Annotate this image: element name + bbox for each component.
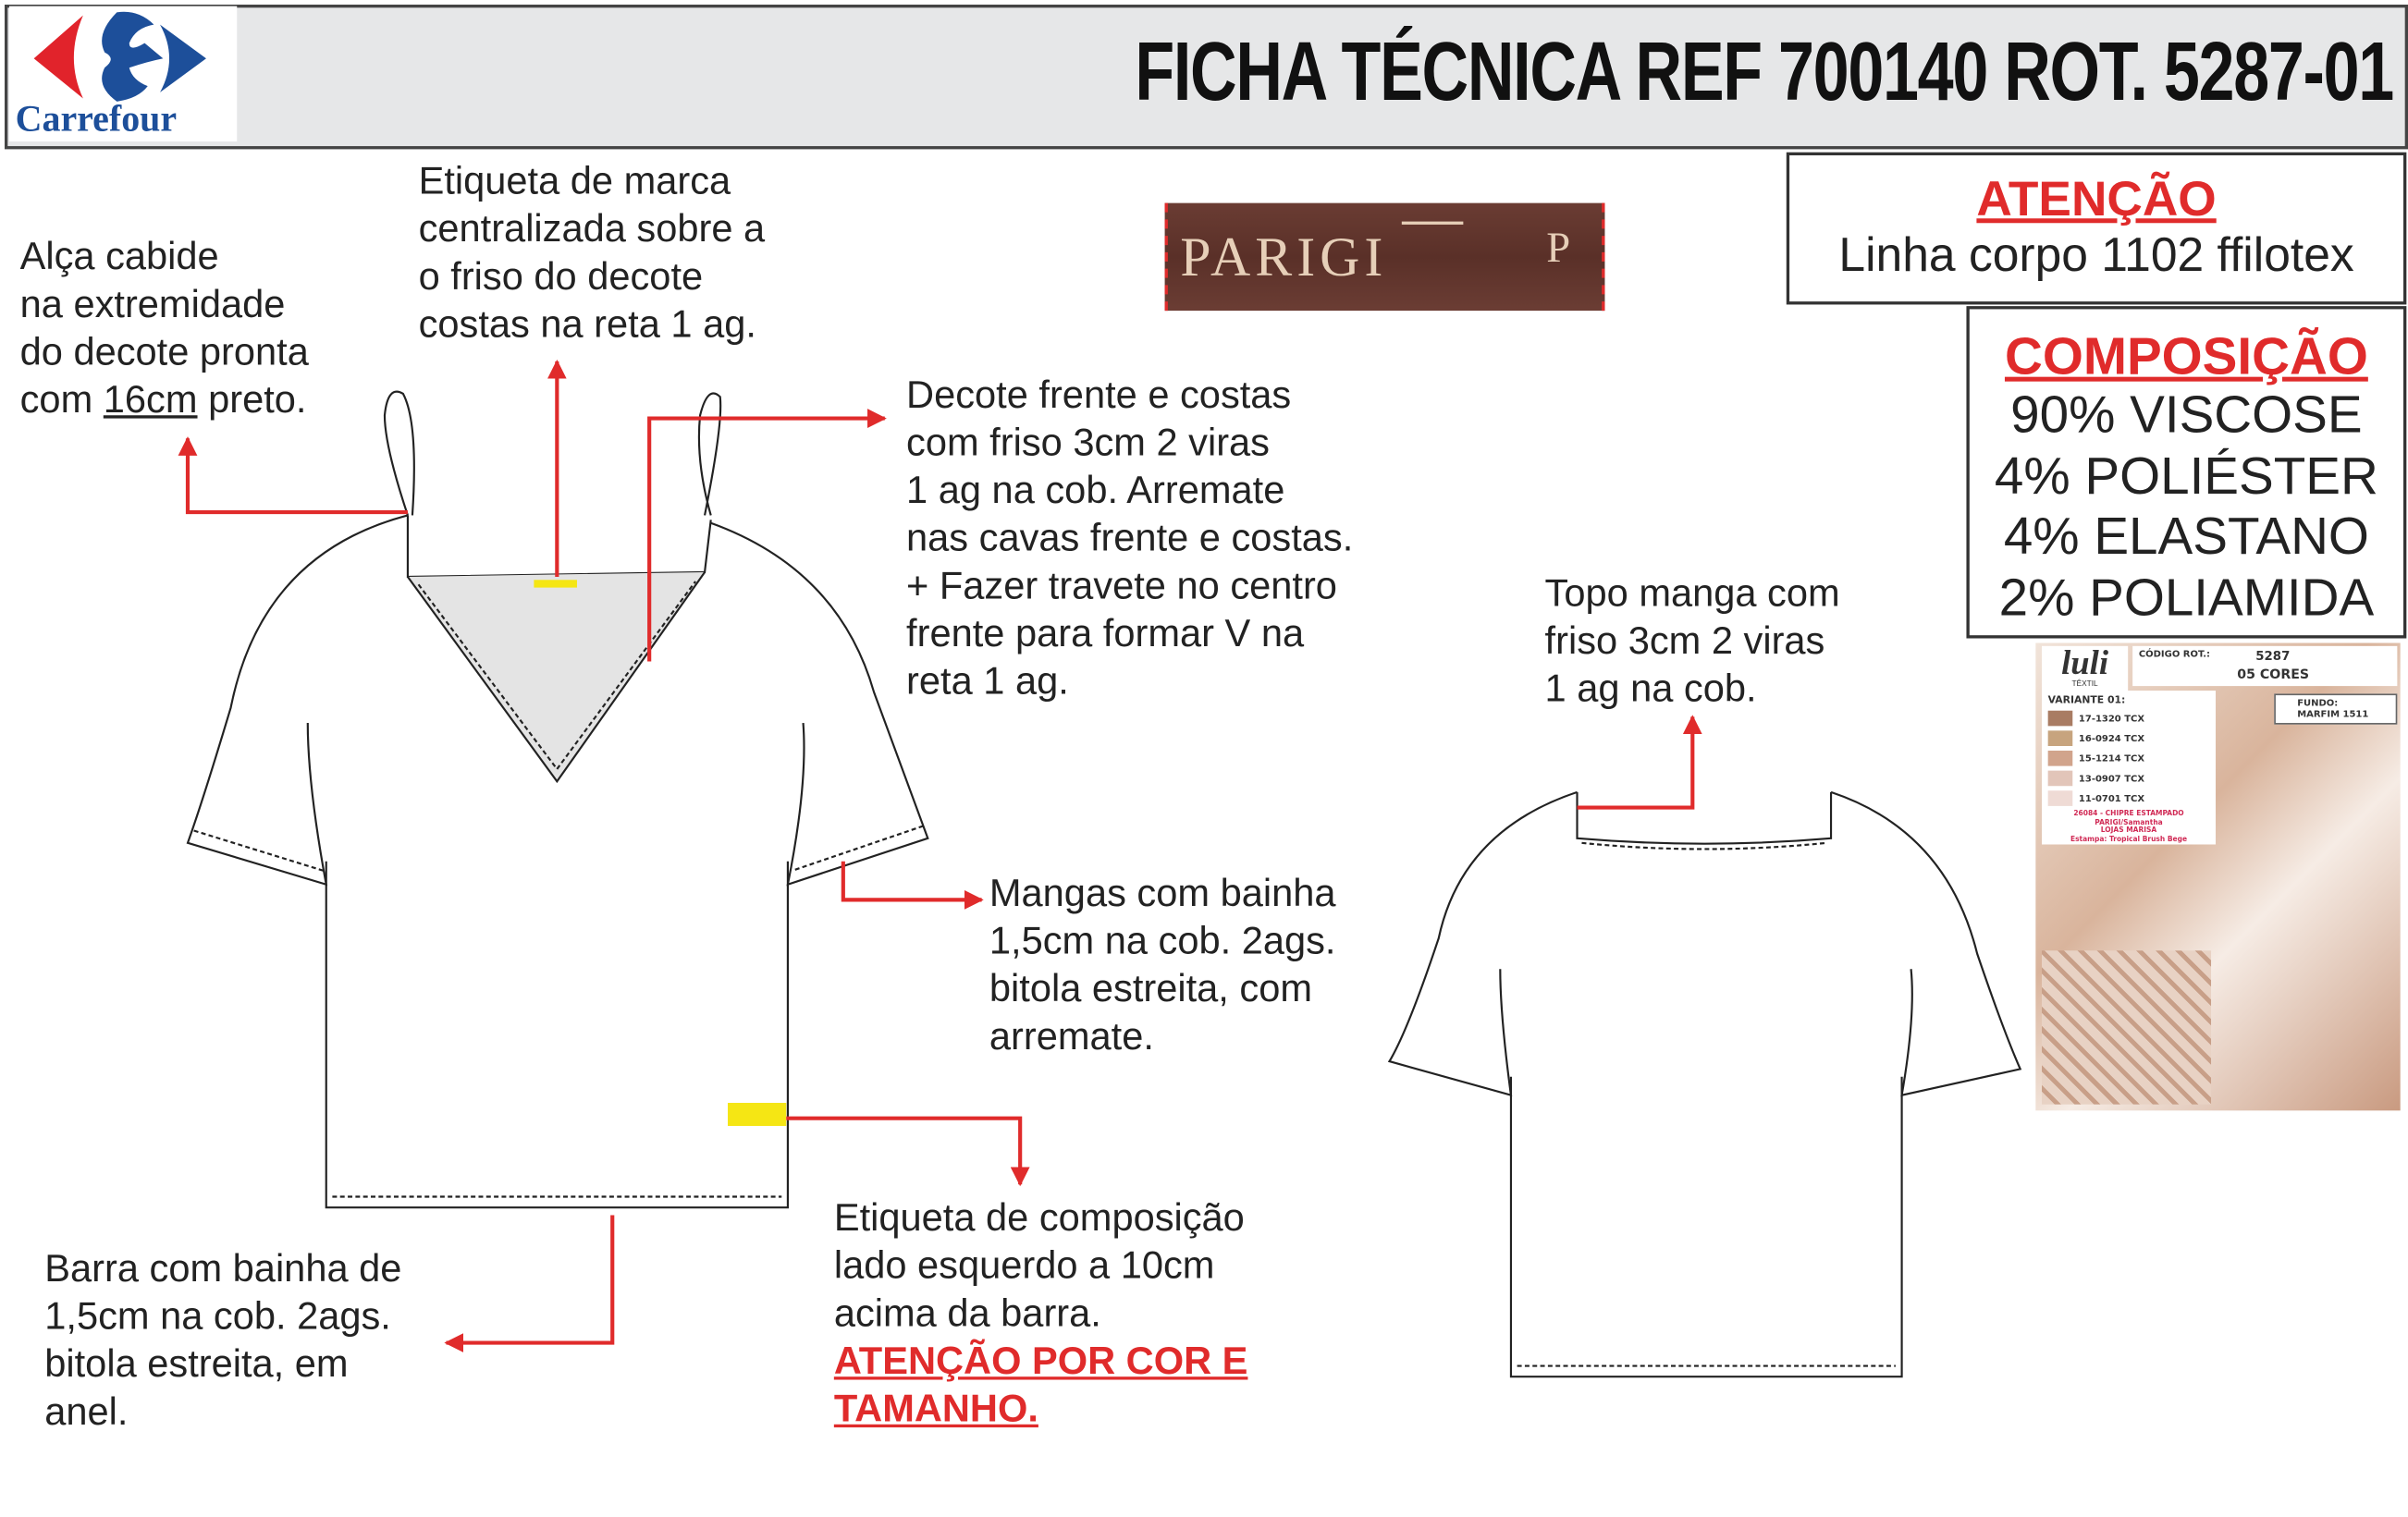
brand-label-image: PARIGI P — [1164, 202, 1605, 312]
attention-heading: ATENÇÃO — [1976, 170, 2217, 226]
note-line: centralizada sobre a — [418, 207, 766, 251]
code-label: CÓDIGO ROT.: — [2138, 649, 2211, 660]
fabric-info: Estampa: Tropical Brush Bege — [2070, 836, 2188, 844]
swatch-color — [2047, 770, 2073, 787]
note-etiqueta-composicao: Etiqueta de composição lado esquerdo a 1… — [834, 1195, 1248, 1434]
note-line: com friso 3cm 2 viras — [906, 421, 1271, 465]
swatch-row: 13-0907 TCX — [2047, 770, 2210, 787]
note-line: Mangas com bainha — [989, 872, 1336, 916]
note-line: frente para formar V na — [906, 612, 1305, 655]
note-line: Etiqueta de marca — [418, 160, 731, 203]
note-line: bitola estreita, com — [989, 967, 1313, 1011]
swatch-row: 17-1320 TCX — [2047, 710, 2210, 727]
label-size-text: P — [1546, 224, 1576, 273]
composition-heading: COMPOSIÇÃO — [2004, 327, 2368, 386]
carrefour-logo: Carrefour — [8, 6, 238, 142]
swatch-row: 11-0701 TCX — [2047, 790, 2210, 806]
print-pattern-thumbnail — [2041, 950, 2212, 1105]
label-emblem-icon — [1401, 221, 1464, 287]
composition-box: COMPOSIÇÃO 90% VISCOSE 4% POLIÉSTER 4% E… — [1966, 306, 2407, 639]
fabric-info: PARIGI/Samantha — [2095, 819, 2163, 827]
brand-label-marker — [534, 580, 577, 588]
underlined-length: 16cm — [103, 378, 198, 422]
fundo-label: FUNDO: — [2297, 698, 2339, 710]
note-line: na extremidade — [19, 283, 286, 326]
note-line: o friso do decote — [418, 255, 704, 299]
code-box: CÓDIGO ROT.: 5287 05 CORES — [2132, 645, 2398, 687]
fundo-box: FUNDO: MARFIM 1511 — [2274, 693, 2398, 725]
swatch-row: 15-1214 TCX — [2047, 750, 2210, 766]
code-value: 5287 — [2255, 649, 2291, 664]
swatch-code: 16-0924 TCX — [2078, 732, 2145, 744]
variant-panel: VARIANTE 01: 17-1320 TCX 16-0924 TCX 15-12… — [2041, 691, 2217, 845]
note-line: anel. — [44, 1390, 129, 1434]
composition-item: 2% POLIAMIDA — [1998, 568, 2375, 628]
attention-text: Linha corpo 1102 ffilotex — [1838, 227, 2354, 282]
text: preto. — [197, 378, 307, 422]
note-line: 1,5cm na cob. 2ags. — [989, 920, 1336, 963]
swatch-color — [2047, 750, 2073, 766]
swatch-color — [2047, 790, 2073, 806]
header-bar — [4, 4, 2408, 150]
note-topo-manga: Topo manga com friso 3cm 2 viras 1 ag na… — [1545, 570, 1840, 714]
note-line: com 16cm preto. — [20, 377, 309, 425]
note-decote: Decote frente e costas com friso 3cm 2 v… — [906, 373, 1353, 706]
text: com — [19, 378, 104, 422]
composition-item: 90% VISCOSE — [2010, 385, 2363, 445]
note-line: Decote frente e costas — [906, 373, 1292, 417]
composition-item: 4% POLIÉSTER — [1994, 447, 2378, 506]
color-swatch-card: luli TÊXTIL CÓDIGO ROT.: 5287 05 CORES V… — [2035, 642, 2401, 1111]
swatch-row: 16-0924 TCX — [2047, 730, 2210, 746]
swatch-code: 17-1320 TCX — [2078, 713, 2145, 724]
note-line: bitola estreita, em — [44, 1342, 349, 1387]
swatch-list: 17-1320 TCX 16-0924 TCX 15-1214 TCX 13-0907… — [2047, 710, 2210, 806]
note-alca: Alça cabide na extremidade do decote pro… — [20, 234, 309, 424]
note-line: Alça cabide — [19, 235, 219, 279]
note-mangas: Mangas com bainha 1,5cm na cob. 2ags. bi… — [989, 871, 1336, 1061]
brand-name: Carrefour — [15, 100, 178, 141]
note-barra: Barra com bainha de 1,5cm na cob. 2ags. … — [44, 1246, 401, 1437]
swatch-color — [2047, 710, 2073, 727]
note-line: Barra com bainha de — [44, 1247, 402, 1291]
page-title: FICHA TÉCNICA REF 700140 ROT. 5287-01 — [1134, 26, 2394, 119]
note-line: friso 3cm 2 viras — [1544, 619, 1825, 664]
fabric-info: LOJAS MARISA — [2100, 827, 2157, 836]
swatch-code: 15-1214 TCX — [2078, 752, 2145, 765]
back-view-sketch — [1387, 790, 2022, 1378]
note-line: arremate. — [989, 1015, 1154, 1058]
note-line: nas cavas frente e costas. — [906, 517, 1354, 560]
swatch-code: 13-0907 TCX — [2078, 773, 2145, 784]
attention-box: ATENÇÃO Linha corpo 1102 ffilotex — [1786, 152, 2407, 305]
note-line: lado esquerdo a 10cm — [833, 1244, 1215, 1288]
front-view-sketch — [186, 390, 929, 1209]
note-line: 1 ag na cob. Arremate — [906, 469, 1285, 513]
swatch-code: 11-0701 TCX — [2078, 792, 2145, 804]
note-line: Topo manga com — [1544, 571, 1840, 616]
note-line: 1,5cm na cob. 2ags. — [44, 1295, 391, 1339]
colors-count: 05 CORES — [2237, 667, 2310, 683]
note-line: 1 ag na cob. — [1544, 667, 1757, 711]
fabric-info: 26084 - CHIPRE ESTAMPADO — [2073, 810, 2184, 819]
note-line: + Fazer travete no centro — [906, 564, 1337, 608]
callout-arrows — [178, 359, 1702, 1352]
composition-label-marker — [728, 1103, 787, 1126]
luli-sub: TÊXTIL — [2071, 679, 2098, 690]
luli-brand: luli — [2061, 642, 2109, 682]
note-etiqueta-marca: Etiqueta de marca centralizada sobre a o… — [419, 158, 766, 349]
swatch-color — [2047, 730, 2073, 746]
label-brand-text: PARIGI — [1180, 226, 1388, 288]
warning-line: ATENÇÃO POR COR E — [833, 1340, 1248, 1383]
note-line: reta 1 ag. — [906, 659, 1069, 703]
warning-line: TAMANHO. — [833, 1387, 1038, 1431]
note-line: acima da barra. — [833, 1291, 1101, 1336]
composition-item: 4% ELASTANO — [2003, 508, 2369, 567]
note-line: do decote pronta — [19, 330, 309, 374]
note-line: costas na reta 1 ag. — [418, 302, 756, 347]
luli-logo: luli TÊXTIL — [2041, 642, 2129, 696]
variant-label: VARIANTE 01: — [2047, 693, 2126, 706]
carrefour-logo-icon — [33, 11, 206, 102]
note-line: Etiqueta de composição — [833, 1196, 1245, 1241]
fundo-value: MARFIM 1511 — [2297, 708, 2369, 719]
